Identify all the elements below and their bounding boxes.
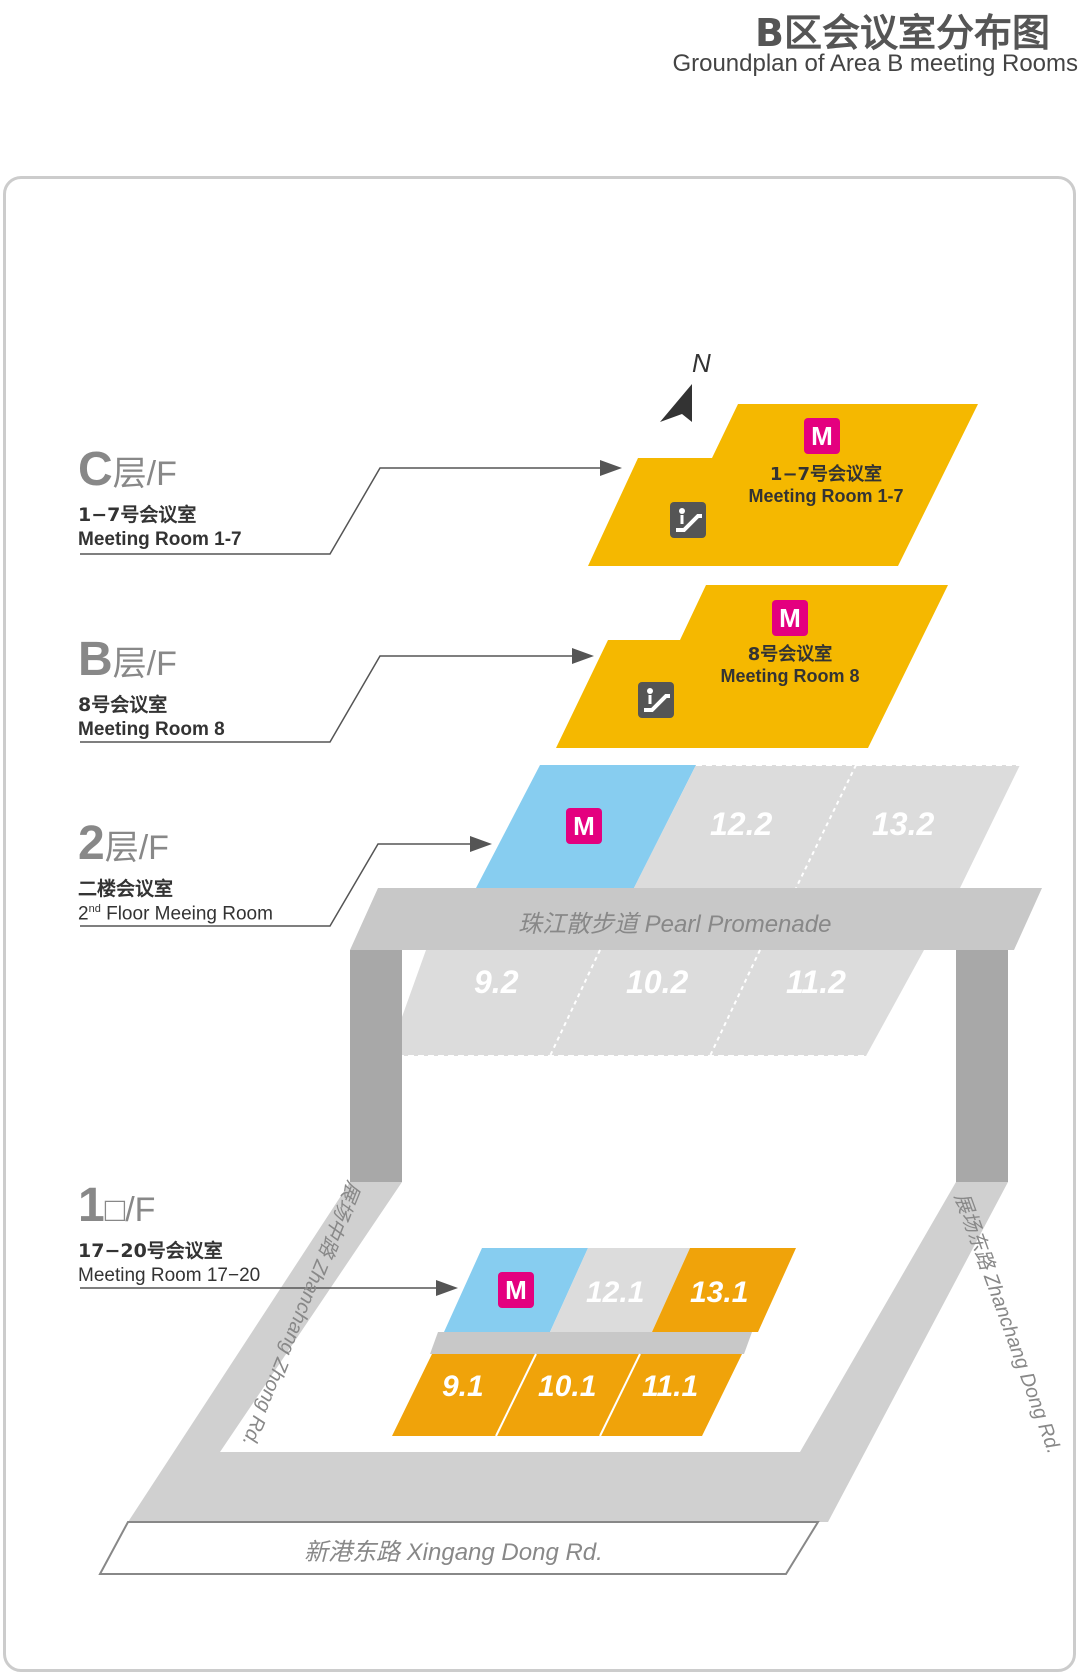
- floor-1-hall-12-1: [550, 1248, 690, 1332]
- hall-11-1: 11.1: [642, 1370, 699, 1403]
- floor-1-room-en: Meeting Room 17−20: [78, 1265, 261, 1286]
- floor-b-unit: 层/F: [112, 645, 177, 683]
- page-title: B区会议室分布图: [755, 11, 1050, 55]
- hall-11-2: 11.2: [786, 964, 846, 1000]
- road-ring: [128, 1182, 1008, 1522]
- plan-c-label: 1−7号会议室 Meeting Room 1-7: [748, 464, 904, 506]
- leader-lines: [80, 467, 600, 1289]
- floor-1-code: 1: [78, 1179, 105, 1232]
- road-label-promenade: 珠江散步道 Pearl Promenade: [518, 910, 832, 938]
- hall-12-1: 12.1: [586, 1276, 645, 1309]
- floor-1-room-cn: 17−20号会议室: [78, 1240, 223, 1262]
- floor-2-room-en: 2nd Floor Meeing Room: [78, 903, 273, 925]
- road-xingang: [98, 1521, 820, 1575]
- meeting-badge-c: M: [804, 418, 840, 454]
- floor-legend-b: B层/F 8号会议室 Meeting Room 8: [78, 636, 225, 741]
- floor-1-corridor: [430, 1332, 752, 1354]
- floor-legend-2: 2层/F 二楼会议室 2nd Floor Meeing Room: [78, 820, 273, 925]
- pillar-right: [956, 950, 1008, 1182]
- floor-b-code: B: [78, 633, 113, 686]
- compass-arrow: [660, 384, 692, 422]
- meeting-badge-1: M: [498, 1272, 534, 1308]
- floor-2-room-cn: 二楼会议室: [78, 878, 174, 900]
- floor-b-room-cn: 8号会议室: [78, 694, 168, 716]
- hall-13-1: 13.1: [690, 1276, 749, 1309]
- floor-1-unit: □/F: [104, 1191, 156, 1229]
- pillar-left: [350, 950, 402, 1182]
- hall-12-2: 12.2: [710, 806, 773, 842]
- floor-2-unit: 层/F: [104, 829, 169, 867]
- escalator-icon-c: [670, 502, 706, 538]
- floor-c-room-cn: 1−7号会议室: [78, 504, 197, 526]
- compass-label: N: [692, 348, 711, 378]
- floor-2-front-row: [388, 950, 924, 1056]
- floor-legend-1: 1□/F 17−20号会议室 Meeting Room 17−20: [78, 1182, 260, 1287]
- floor-c-unit: 层/F: [112, 455, 177, 493]
- floor-b-room-en: Meeting Room 8: [78, 719, 225, 740]
- escalator-icon-b: [638, 682, 674, 718]
- hall-13-2: 13.2: [872, 806, 935, 842]
- hall-9-2: 9.2: [474, 964, 519, 1000]
- floor-1-hall-13-1: [652, 1248, 796, 1332]
- map-frame: [3, 176, 1076, 1672]
- road-label-xingang: 新港东路 Xingang Dong Rd.: [304, 1538, 603, 1566]
- meeting-badge-2: M: [566, 808, 602, 844]
- hall-10-1: 10.1: [538, 1370, 597, 1403]
- floor-c-room-en: Meeting Room 1-7: [78, 529, 242, 550]
- floor-c-code: C: [78, 443, 113, 496]
- plan-b-label: 8号会议室 Meeting Room 8: [720, 644, 860, 686]
- page-subtitle: Groundplan of Area B meeting Rooms: [672, 50, 1078, 77]
- hall-9-1: 9.1: [442, 1370, 484, 1403]
- floor-2-code: 2: [78, 817, 105, 870]
- hall-10-2: 10.2: [626, 964, 689, 1000]
- promenade-band: [350, 888, 1042, 950]
- meeting-badge-b: M: [772, 600, 808, 636]
- floor-1-front-row: [392, 1354, 742, 1436]
- floor-legend-c: C层/F 1−7号会议室 Meeting Room 1-7: [78, 446, 242, 551]
